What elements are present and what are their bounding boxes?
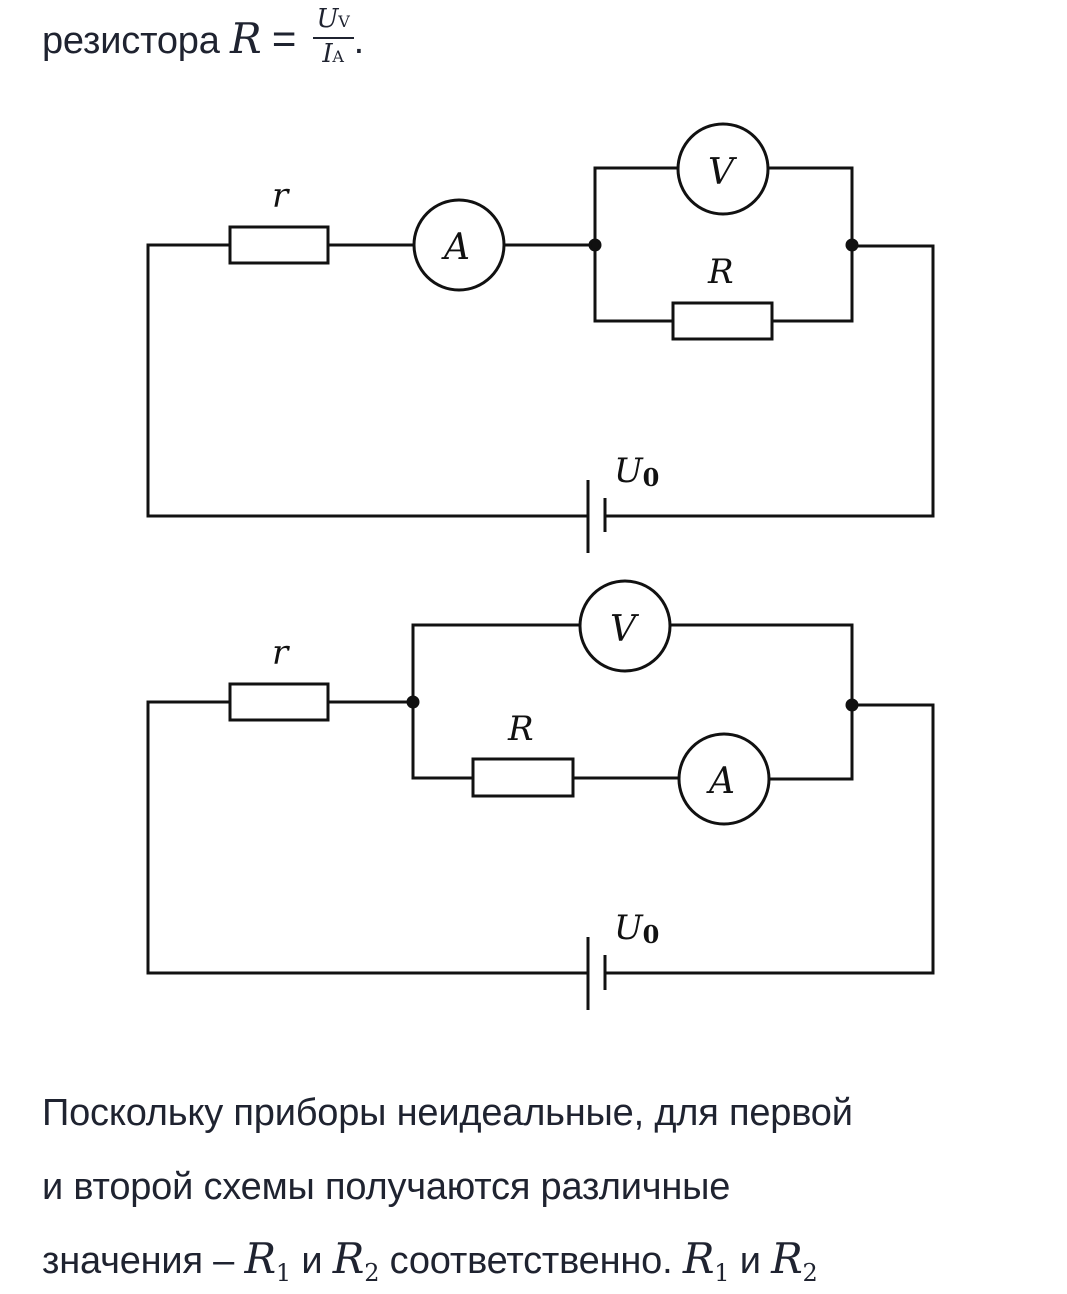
junction-dot (406, 695, 420, 709)
label-V: V (708, 152, 738, 193)
text-values: значения – (42, 1240, 245, 1282)
junction-dot (588, 238, 602, 252)
text-respectively: соответственно. (379, 1240, 683, 1282)
math-R1: R1 (682, 1234, 730, 1287)
label-A: A (706, 761, 735, 802)
sub-2: 2 (802, 1259, 818, 1287)
label-U0: U0 (614, 451, 659, 492)
ammeter (412, 198, 506, 292)
voltmeter (578, 579, 672, 673)
circuit-2 (146, 579, 935, 1010)
formula-end: . (353, 20, 365, 63)
ammeter (677, 732, 771, 826)
wire-left-loop (146, 700, 588, 975)
wire-right-loop (605, 244, 935, 518)
label-A: A (441, 227, 470, 268)
wire-upper-branch-left (593, 166, 678, 245)
intro-line: резистора R = UV IA . (42, 6, 365, 76)
formula-eq: = (271, 15, 297, 63)
wire-lower-branch-right (772, 245, 854, 323)
circuit-1 (146, 122, 935, 553)
paragraph-line-3: значения – R1 и R2 соответственно. R1 и … (42, 1234, 818, 1287)
label-R: R (707, 252, 734, 292)
frac-denominator-sub: A (332, 47, 344, 66)
wire-lower-branch-left (411, 702, 473, 780)
label-U: U (614, 451, 644, 491)
sub-2: 2 (364, 1259, 380, 1287)
sub-1: 1 (275, 1259, 291, 1287)
label-U: U (614, 908, 644, 948)
label-U-sub: 0 (643, 920, 660, 949)
paragraph-line-1: Поскольку приборы неидеальные, для перво… (42, 1092, 853, 1134)
paragraph-line-2: и второй схемы получаются различные (42, 1166, 731, 1208)
resistor-R (471, 757, 575, 798)
R: R (682, 1234, 715, 1283)
text-and: и (729, 1240, 772, 1282)
wire-upper-branch-right (670, 623, 854, 705)
math-R1: R1 (244, 1234, 291, 1287)
resistor-r (228, 682, 330, 722)
wire-lower-branch-right (769, 705, 854, 781)
intro-text: резистора (42, 20, 220, 63)
R: R (244, 1234, 276, 1283)
wire-right-loop (605, 703, 935, 975)
sub-1: 1 (714, 1259, 730, 1287)
frac-numerator-sub: V (338, 12, 350, 31)
label-U0: U0 (614, 908, 659, 949)
voltmeter (676, 122, 770, 216)
math-R2: R2 (332, 1234, 380, 1287)
label-R: R (507, 709, 534, 749)
formula-fraction: UV IA (312, 4, 354, 72)
frac-denominator: I (322, 39, 333, 69)
R: R (771, 1234, 803, 1283)
wire-upper-branch-left (411, 623, 580, 702)
junction-dot (845, 698, 859, 712)
formula-lhs: R (230, 14, 262, 64)
wire-left-loop (146, 243, 588, 518)
label-r: r (272, 176, 290, 216)
label-V: V (610, 609, 640, 650)
wire-lower-branch-left (593, 245, 673, 323)
text-and: и (291, 1240, 333, 1282)
resistor-R (671, 301, 774, 341)
resistor-r (228, 225, 330, 265)
R: R (332, 1234, 365, 1283)
wire-upper-branch-right (768, 166, 854, 245)
frac-numerator: U (316, 4, 339, 34)
junction-dot (845, 238, 859, 252)
label-r: r (272, 633, 290, 673)
math-R2: R2 (771, 1234, 818, 1287)
label-U-sub: 0 (643, 463, 660, 492)
